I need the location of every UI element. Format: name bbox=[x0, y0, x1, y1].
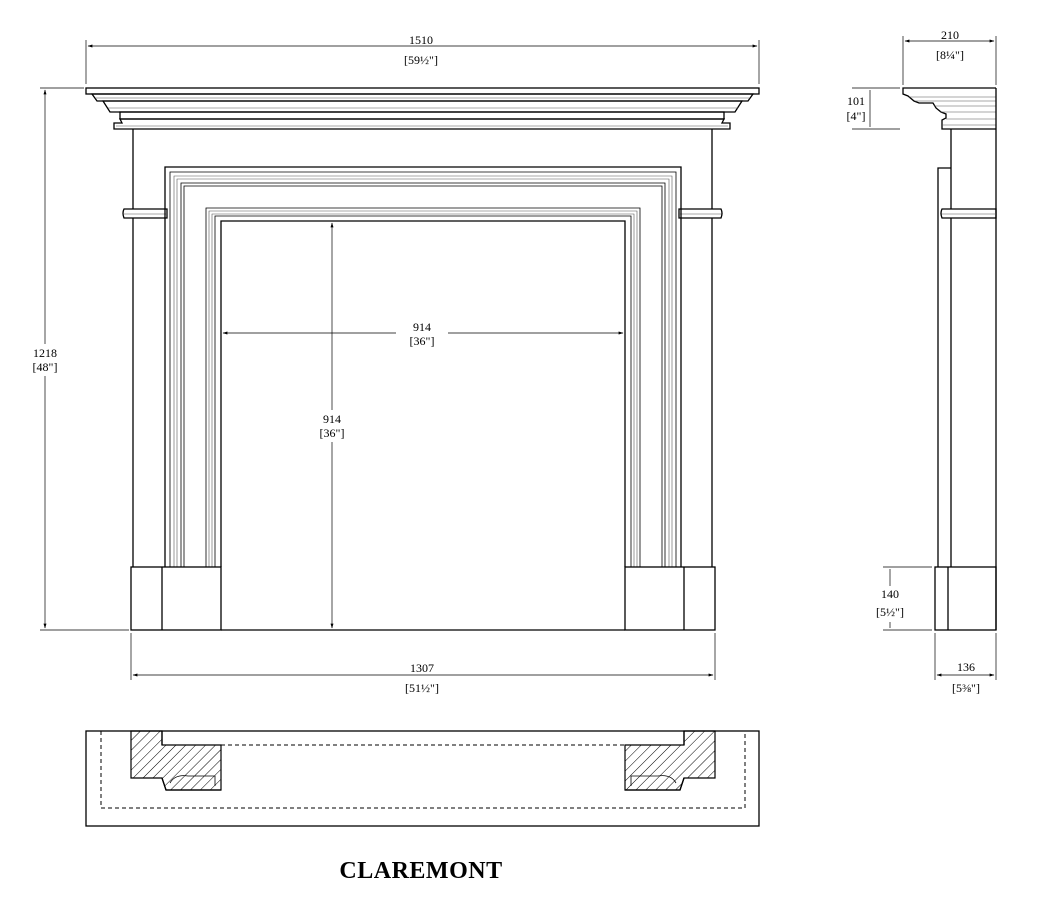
overall-width-mm: 1510 bbox=[409, 33, 433, 47]
shelf-depth-mm: 210 bbox=[941, 28, 959, 42]
dim-base-width: 1307 [51½"] bbox=[130, 633, 716, 695]
drawing-title: CLAREMONT bbox=[339, 858, 502, 884]
opening-width-in: [36"] bbox=[410, 334, 435, 348]
dim-overall-height: 1218 [48"] bbox=[24, 87, 129, 631]
opening-width-mm: 914 bbox=[413, 320, 431, 334]
dim-shelf-height: 101 [4"] bbox=[847, 87, 900, 130]
base-width-mm: 1307 bbox=[410, 661, 434, 675]
front-body bbox=[122, 129, 723, 567]
opening-height-in: [36"] bbox=[320, 426, 345, 440]
dim-shelf-depth: 210 [8¼"] bbox=[902, 28, 997, 85]
opening-height-mm: 914 bbox=[323, 412, 341, 426]
overall-width-in: [59½"] bbox=[404, 53, 438, 67]
front-cornice bbox=[85, 87, 760, 130]
dim-overall-width: 1510 [59½"] bbox=[85, 33, 760, 84]
front-surround-moulding bbox=[164, 166, 682, 567]
dim-opening-height: 914 [36"] bbox=[310, 222, 356, 629]
plinth-height-mm: 140 bbox=[881, 587, 899, 601]
leg-depth-in: [5⅜"] bbox=[952, 681, 980, 695]
overall-height-in: [48"] bbox=[33, 360, 58, 374]
front-elevation: 1510 [59½"] 1218 [48"] 914 [36"] 914 [36… bbox=[24, 33, 760, 695]
plan-view bbox=[85, 730, 760, 827]
shelf-depth-in: [8¼"] bbox=[936, 48, 964, 62]
dim-plinth-height: 140 [5½"] bbox=[872, 566, 932, 631]
overall-height-mm: 1218 bbox=[33, 346, 57, 360]
plinth-height-in: [5½"] bbox=[876, 605, 904, 619]
base-width-in: [51½"] bbox=[405, 681, 439, 695]
dim-opening-width: 914 [36"] bbox=[222, 320, 624, 348]
shelf-height-in: [4"] bbox=[847, 109, 866, 123]
leg-depth-mm: 136 bbox=[957, 660, 975, 674]
dim-leg-depth: 136 [5⅜"] bbox=[934, 633, 997, 695]
front-plinths bbox=[130, 566, 716, 631]
side-elevation: 210 [8¼"] 101 [4"] 140 [5½"] 136 [5⅜"] bbox=[847, 28, 997, 695]
shelf-height-mm: 101 bbox=[847, 94, 865, 108]
